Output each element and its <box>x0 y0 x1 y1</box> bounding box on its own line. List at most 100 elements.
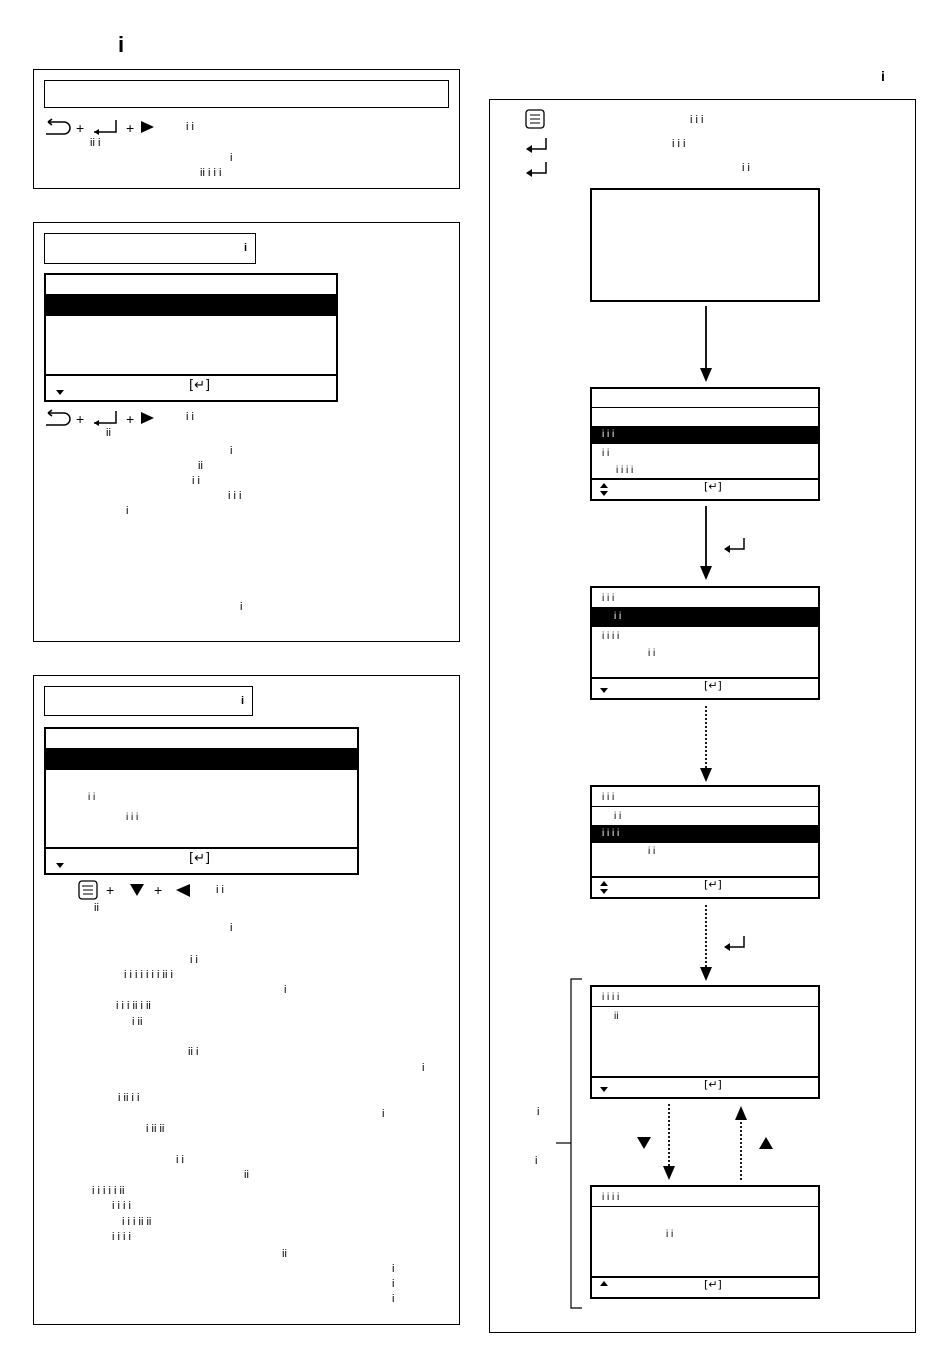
enter-icon: [↵] <box>704 878 722 891</box>
box3-text-19: i i i i <box>112 1231 131 1243</box>
scroll-down-icon <box>600 688 608 693</box>
arrow-down-dotted <box>700 706 712 782</box>
box3-text-2: ii <box>94 902 99 914</box>
box2-text-1: i i <box>186 411 194 423</box>
s5-row-1: i i i i <box>602 992 620 1003</box>
lcd-footer: [↵] <box>46 374 336 400</box>
svg-text:+: + <box>126 120 134 136</box>
arrow-down <box>700 506 712 580</box>
lcd-highlight-row <box>46 294 336 316</box>
lcd-row-2: i i i <box>126 812 139 823</box>
lcd-highlight-row <box>46 748 357 770</box>
box3-text-11: i ii i i <box>118 1092 140 1104</box>
svg-text:+: + <box>76 120 84 136</box>
box3-text-5: i i i i i i i ii i <box>124 969 173 981</box>
lcd-footer-3: [↵] <box>46 847 357 873</box>
section-box-3: i i i i i i [↵] + + i i ii i i i i i i i… <box>33 675 460 1325</box>
box3-text-4: i i <box>190 954 198 966</box>
group-bracket <box>556 978 582 1309</box>
enter-icon: [↵] <box>189 851 211 866</box>
box3-text-15: ii <box>244 1169 249 1181</box>
s6-row-2: i i <box>666 1229 674 1240</box>
legend-text-2: i i i <box>672 138 686 150</box>
section-box-1: + + i i ii i i ii i i i <box>33 69 460 189</box>
flow-diagram-box: i i i i i i i i i i i i i i i i i [↵] i … <box>489 99 916 1333</box>
display-line <box>44 80 449 108</box>
enter-key-icon <box>526 138 547 153</box>
box2-text-2: ii <box>106 427 111 439</box>
s4-row-4: i i <box>648 846 656 857</box>
box3-text-17: i i i i <box>112 1200 131 1212</box>
arrow-down-dotted <box>700 905 712 981</box>
box2-text-4: ii <box>198 460 203 472</box>
box3-text-12: i <box>382 1108 385 1120</box>
svg-text:+: + <box>126 411 134 427</box>
box3-text-14: i i <box>176 1154 184 1166</box>
svg-text:+: + <box>76 411 84 427</box>
scroll-down-icon <box>56 863 64 868</box>
box3-text-23: i <box>392 1293 395 1305</box>
screen-3: i i i i i i i i i i i [↵] <box>590 586 820 700</box>
s5-row-2: ii <box>614 1011 619 1022</box>
enter-key-icon <box>724 936 745 951</box>
lcd-row-1: i i <box>88 792 96 803</box>
box2-text-6: i i i <box>228 490 242 502</box>
scroll-up-icon <box>600 1281 608 1286</box>
s6-row-1: i i i i <box>602 1192 620 1203</box>
s3-row-4: i i <box>648 648 656 659</box>
screen-2: i i i i i i i i i [↵] <box>590 387 820 501</box>
box3-text-9: ii i <box>188 1046 199 1058</box>
box2-text-7: i <box>126 505 129 517</box>
key-combo: + + <box>46 118 154 136</box>
label-field-i: i <box>243 242 247 254</box>
key-combo-3: + + <box>78 880 190 900</box>
box1-text-1: i i <box>186 121 194 133</box>
screen-6: i i i i i i [↵] <box>590 1185 820 1299</box>
box3-text-10: i <box>422 1062 425 1074</box>
s2-row-hl: i i i <box>602 429 615 440</box>
enter-icon: [↵] <box>704 480 722 493</box>
key-combo-2: + + <box>46 409 154 427</box>
s4-row-1: i i i <box>602 792 615 803</box>
s4-row-2: i i <box>614 811 622 822</box>
label-field-3: i <box>44 686 253 716</box>
box2-text-3: i <box>230 445 233 457</box>
side-label-2: i <box>535 1155 538 1167</box>
side-label-1: i <box>537 1106 540 1118</box>
enter-icon: [↵] <box>189 378 211 393</box>
scroll-updown-icon <box>600 881 608 894</box>
enter-icon: [↵] <box>704 679 722 692</box>
up-triangle-icon <box>759 1137 773 1149</box>
label-field: i <box>44 233 256 264</box>
s3-row-1: i i i <box>602 593 615 604</box>
box3-text-7: i i i ii i ii <box>116 1000 151 1012</box>
svg-text:+: + <box>154 882 162 898</box>
box2-text-8: i <box>240 601 243 613</box>
lcd-screen-3: i i i i i [↵] <box>44 727 359 875</box>
scroll-updown-icon <box>600 483 608 496</box>
box1-text-4: ii i i i <box>200 167 222 179</box>
s3-row-3: i i i i <box>602 631 620 642</box>
box3-text-6: i <box>284 984 287 996</box>
enter-key-icon <box>724 538 745 553</box>
box2-text-5: i i <box>192 475 200 487</box>
arrow-down-dotted <box>663 1104 675 1180</box>
enter-icon: [↵] <box>704 1078 722 1091</box>
box1-text-2: ii i <box>90 137 101 149</box>
s2-row-3: i i i i <box>616 465 634 476</box>
box3-text-3: i <box>230 922 233 934</box>
screen-5: i i i i ii [↵] <box>590 985 820 1099</box>
legend-text-1: i i i <box>690 114 704 126</box>
scroll-down-icon <box>600 1087 608 1092</box>
s3-row-hl: i i <box>614 611 622 622</box>
section-box-2: i [↵] + + i i ii i ii i i i i i i i <box>33 222 460 642</box>
enter-key-icon <box>526 162 547 177</box>
box3-text-1: i i <box>216 884 224 896</box>
box3-text-8: i ii <box>132 1016 143 1028</box>
lcd-screen: [↵] <box>44 273 338 402</box>
page-title: i <box>118 32 125 57</box>
svg-text:+: + <box>106 882 114 898</box>
enter-icon: [↵] <box>704 1278 722 1291</box>
down-triangle-icon <box>637 1137 651 1149</box>
screen-4: i i i i i i i i i i i [↵] <box>590 785 820 899</box>
